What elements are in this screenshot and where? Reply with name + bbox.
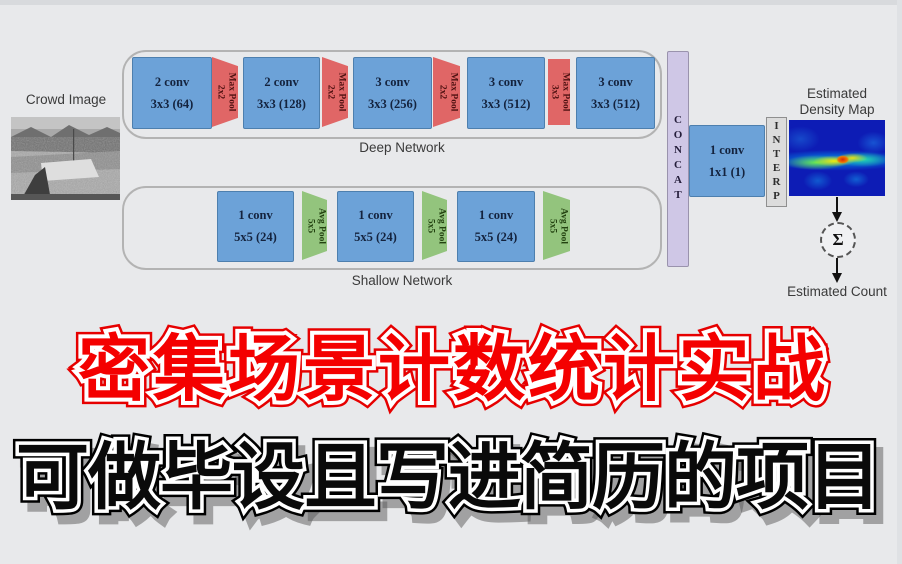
headline-black-outer-outline: 可做毕设且写进简历的项目 (10, 431, 887, 524)
conv-line1: 3 conv (375, 74, 410, 89)
headline-black-shadow: 可做毕设且写进简历的项目 (17, 440, 894, 533)
pool-line2: 5x5 (546, 218, 557, 233)
arrow-down-icon (832, 258, 842, 283)
max-pool-label: Max Pool 2x2 (324, 59, 347, 125)
pool-line2: 2x2 (436, 84, 447, 100)
pool-line2: 5x5 (304, 218, 315, 233)
avg-pool-block-2: Avg Pool 5x5 (422, 191, 447, 260)
crowd-image (11, 117, 120, 200)
conv-line2: 3x3 (256) (368, 96, 417, 111)
interp-label: INTERP (770, 120, 783, 204)
avg-pool-label: Avg Pool 5x5 (545, 193, 568, 259)
conv-block-deep-5: 3 conv 3x3 (512) (576, 57, 655, 129)
max-pool-label: Max Pool 3x3 (548, 59, 571, 125)
shallow-network-label: Shallow Network (351, 273, 453, 288)
conv-line1: 2 conv (154, 74, 190, 89)
conv-block-deep-1: 2 conv 3x3 (64) (132, 57, 212, 129)
max-pool-label: Max Pool 2x2 (435, 59, 458, 125)
conv-line2: 3x3 (512) (591, 96, 640, 111)
headline-red-text: 密集场景计数统计实战 (78, 330, 829, 410)
pool-line1: Avg Pool (315, 207, 326, 244)
density-map-image (789, 120, 885, 196)
deep-network-label: Deep Network (359, 140, 445, 155)
pool-line1: Max Pool (447, 72, 458, 112)
pool-line2: 5x5 (424, 218, 435, 233)
right-edge-strip (897, 0, 902, 564)
conv-line2: 1x1 (1) (708, 164, 746, 179)
shallow-network-container (122, 186, 662, 270)
conv-line1: 1 conv (358, 208, 393, 222)
sigma-symbol: Σ (832, 230, 844, 249)
conv-block-deep-3: 3 conv 3x3 (256) (353, 57, 432, 129)
conv-line2: 3x3 (512) (481, 96, 531, 111)
avg-pool-label: Avg Pool 5x5 (303, 193, 326, 259)
max-pool-block-2: Max Pool 2x2 (322, 57, 348, 127)
conv-line1: 1 conv (478, 208, 514, 222)
conv-block-deep-4: 3 conv 3x3 (512) (467, 57, 545, 129)
conv-line2: 5x5 (24) (354, 230, 397, 244)
conv-block-deep-2: 2 conv 3x3 (128) (243, 57, 320, 129)
density-map-label: Estimated Density Map (799, 86, 875, 118)
crowd-image-label: Crowd Image (25, 92, 107, 107)
max-pool-block-1: Max Pool 2x2 (212, 57, 238, 127)
headline-red-outer-outline: 密集场景计数统计实战 (71, 324, 831, 417)
conv-line2: 5x5 (24) (474, 230, 518, 244)
conv-line1: 2 conv (264, 74, 299, 89)
arrow-down-icon (832, 197, 842, 222)
pool-line1: Avg Pool (557, 207, 568, 244)
pool-line1: Avg Pool (435, 207, 446, 244)
max-pool-block-4: Max Pool 3x3 (548, 59, 570, 125)
pool-line2: 2x2 (325, 84, 335, 100)
headline-black-text: 可做毕设且写进简历的项目 (16, 437, 881, 518)
conv-block-shallow-1: 1 conv 5x5 (24) (217, 191, 294, 262)
concat-label: CONCAT (672, 114, 684, 204)
conv-line1: 3 conv (488, 74, 524, 89)
conv-line1: 1 conv (238, 208, 273, 222)
top-edge-strip (0, 0, 902, 5)
pool-line1: Max Pool (560, 72, 571, 112)
conv-block-shallow-2: 1 conv 5x5 (24) (337, 191, 414, 262)
conv-line1: 1 conv (709, 142, 745, 157)
pool-line1: Max Pool (336, 72, 347, 112)
headline-black-white-outline: 可做毕设且写进简历的项目 (13, 434, 885, 522)
concat-bar: CONCAT (667, 51, 689, 267)
max-pool-label: Max Pool 2x2 (214, 59, 237, 125)
max-pool-block-3: Max Pool 2x2 (433, 57, 460, 127)
conv-line1: 3 conv (598, 74, 633, 89)
deep-network-container (122, 50, 662, 139)
avg-pool-block-3: Avg Pool 5x5 (543, 191, 570, 260)
avg-pool-label: Avg Pool 5x5 (423, 193, 446, 259)
conv-line2: 3x3 (64) (150, 96, 194, 111)
conv-block-shallow-3: 1 conv 5x5 (24) (457, 191, 535, 262)
pool-line2: 2x2 (215, 84, 225, 100)
conv-line2: 3x3 (128) (257, 96, 306, 111)
conv-line2: 5x5 (24) (234, 230, 277, 244)
estimated-count-label: Estimated Count (787, 284, 887, 299)
headline-red-white-outline: 密集场景计数统计实战 (74, 326, 829, 414)
crowd-image-graphic (11, 117, 120, 200)
fuse-conv-block: 1 conv 1x1 (1) (689, 125, 765, 197)
interp-bar: INTERP (766, 117, 787, 207)
sum-node: Σ (820, 222, 856, 258)
avg-pool-block-1: Avg Pool 5x5 (302, 191, 327, 260)
pool-line1: Max Pool (226, 72, 237, 112)
pool-line2: 3x3 (549, 84, 559, 100)
